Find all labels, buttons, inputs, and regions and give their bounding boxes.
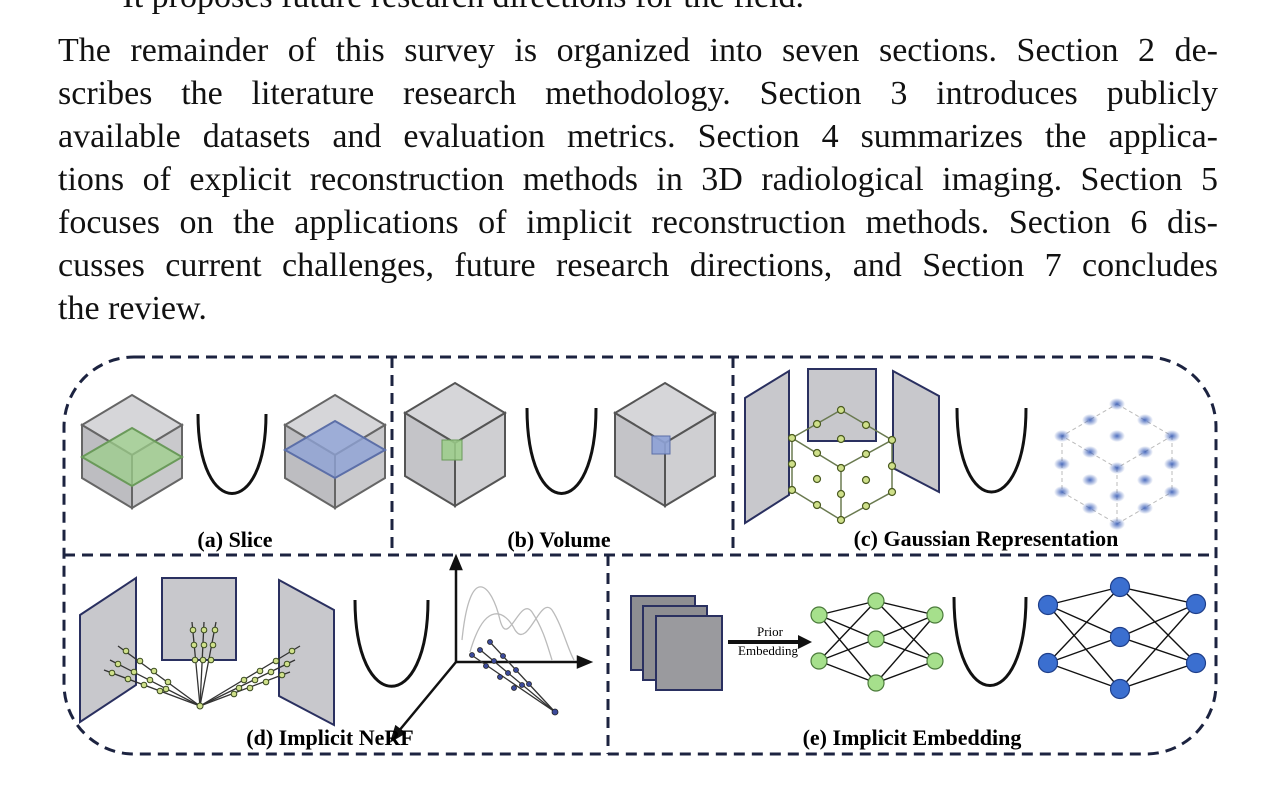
nerf-samples	[108, 626, 296, 710]
paragraph-line: The remainder of this survey is organize…	[58, 32, 1218, 69]
loss-curve-icon	[952, 596, 1028, 687]
nerf-ray-points	[469, 639, 559, 716]
nerf-ray-samples	[469, 639, 556, 713]
image-stack	[630, 595, 723, 691]
projection-plane	[79, 576, 137, 724]
caption-gaussian: (c) Gaussian Representation	[854, 526, 1119, 551]
density-curves	[461, 586, 575, 661]
projection-plane	[161, 577, 237, 661]
paragraph-line: tions of explicit reconstruction methods…	[58, 161, 1218, 198]
caption-nerf: (d) Implicit NeRF	[246, 725, 413, 750]
bullet-item: • It proposes future research directions…	[102, 0, 1262, 18]
volume-panel: (b) Volume	[403, 381, 717, 552]
caption-volume: (b) Volume	[507, 527, 611, 552]
embedding-panel: Prior Embedding (e) Implicit Embedding	[630, 576, 1207, 750]
volume-cube-green	[403, 381, 507, 508]
volume-cube-blue	[613, 381, 717, 508]
blue-network-edges	[1047, 586, 1197, 690]
gaussian-points	[787, 405, 897, 525]
nerf-panel: (d) Implicit NeRF	[79, 553, 594, 750]
slice-cube-green	[80, 393, 184, 510]
loss-curve-icon	[955, 407, 1028, 494]
loss-curve-icon	[353, 599, 430, 688]
paragraph-line: focuses on the applications of implicit …	[58, 204, 1218, 241]
green-network-nodes	[810, 592, 944, 692]
3d-axes	[389, 553, 594, 743]
paragraph-line: cusses current challenges, future resear…	[58, 247, 1218, 284]
gaussian-panel: (c) Gaussian Representation	[744, 368, 1180, 551]
caption-embedding: (e) Implicit Embedding	[803, 725, 1022, 750]
blue-network-nodes	[1037, 576, 1207, 700]
arrow-head-icon	[798, 635, 812, 649]
loss-curve-icon	[525, 407, 598, 495]
green-network-edges	[818, 600, 936, 684]
slice-cube-blue	[282, 393, 388, 510]
loss-curve-icon	[196, 413, 268, 495]
caption-slice: (a) Slice	[197, 527, 272, 552]
projection-plane	[278, 578, 335, 727]
projection-plane	[744, 369, 790, 525]
paragraph-line: available datasets and evaluation metric…	[58, 118, 1218, 155]
arrow-label-embedding: Embedding	[738, 643, 798, 658]
projection-plane	[892, 369, 940, 494]
projection-plane	[807, 368, 877, 442]
paragraph-line: scribes the literature research methodol…	[58, 75, 1218, 112]
paragraph-line: the review.	[58, 290, 207, 327]
gaussian-splat-cloud	[1054, 398, 1180, 530]
nerf-rays	[103, 621, 301, 707]
arrow-label-prior: Prior	[757, 624, 784, 639]
slice-panel: (a) Slice	[80, 393, 388, 552]
